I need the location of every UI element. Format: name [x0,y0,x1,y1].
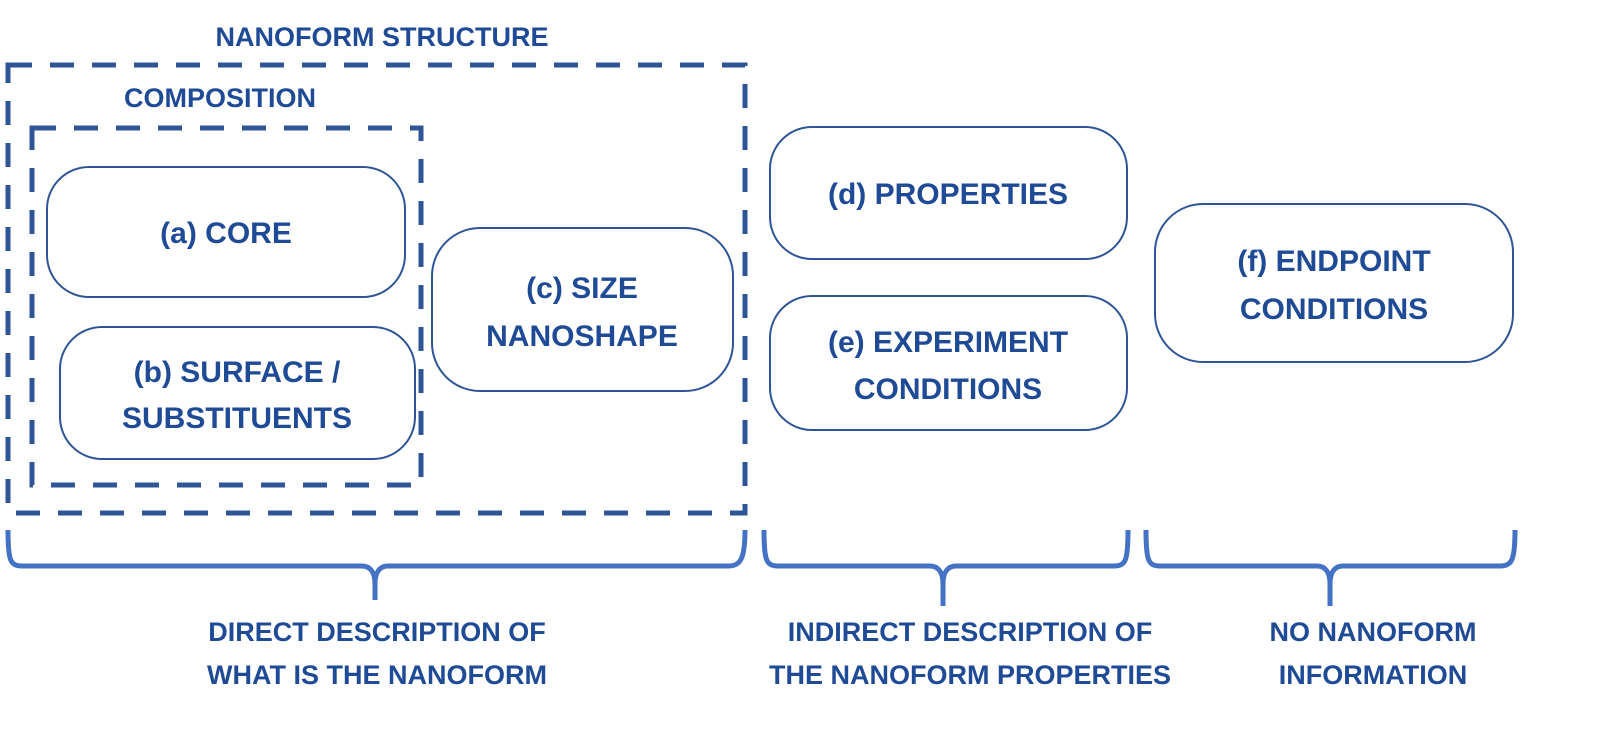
experiment-label-line1: (e) EXPERIMENT [828,326,1068,359]
direct-label-line2: WHAT IS THE NANOFORM [207,660,547,690]
composition-frame [29,125,424,488]
surface-label-line1: (b) SURFACE / [134,356,341,389]
endpoint-label-line1: (f) ENDPOINT [1237,245,1430,278]
none-brace [1143,529,1518,606]
surface-label-line2: SUBSTITUENTS [122,402,352,435]
properties-label: (d) PROPERTIES [828,178,1068,211]
indirect-label-line1: INDIRECT DESCRIPTION OF [788,617,1153,647]
endpoint-box: (f) ENDPOINT CONDITIONS [1154,203,1514,363]
direct-brace [5,529,748,600]
indirect-brace [761,529,1131,606]
composition-label: COMPOSITION [124,83,316,113]
core-box: (a) CORE [46,166,406,298]
experiment-label-line2: CONDITIONS [854,373,1042,406]
endpoint-label-line2: CONDITIONS [1240,293,1428,326]
nanoform-structure-title: NANOFORM STRUCTURE [216,22,549,52]
direct-label-line1: DIRECT DESCRIPTION OF [208,617,546,647]
nanoform-structure-frame [5,62,748,516]
size-label-line2: NANOSHAPE [486,320,678,353]
none-label-line1: NO NANOFORM [1270,617,1477,647]
surface-box: (b) SURFACE / SUBSTITUENTS [59,326,416,460]
indirect-label-line2: THE NANOFORM PROPERTIES [769,660,1171,690]
experiment-box: (e) EXPERIMENT CONDITIONS [769,295,1128,431]
size-box: (c) SIZE NANOSHAPE [431,227,734,392]
properties-box: (d) PROPERTIES [769,126,1128,260]
size-label-line1: (c) SIZE [526,272,638,305]
none-label-line2: INFORMATION [1279,660,1467,690]
core-label: (a) CORE [160,217,292,250]
